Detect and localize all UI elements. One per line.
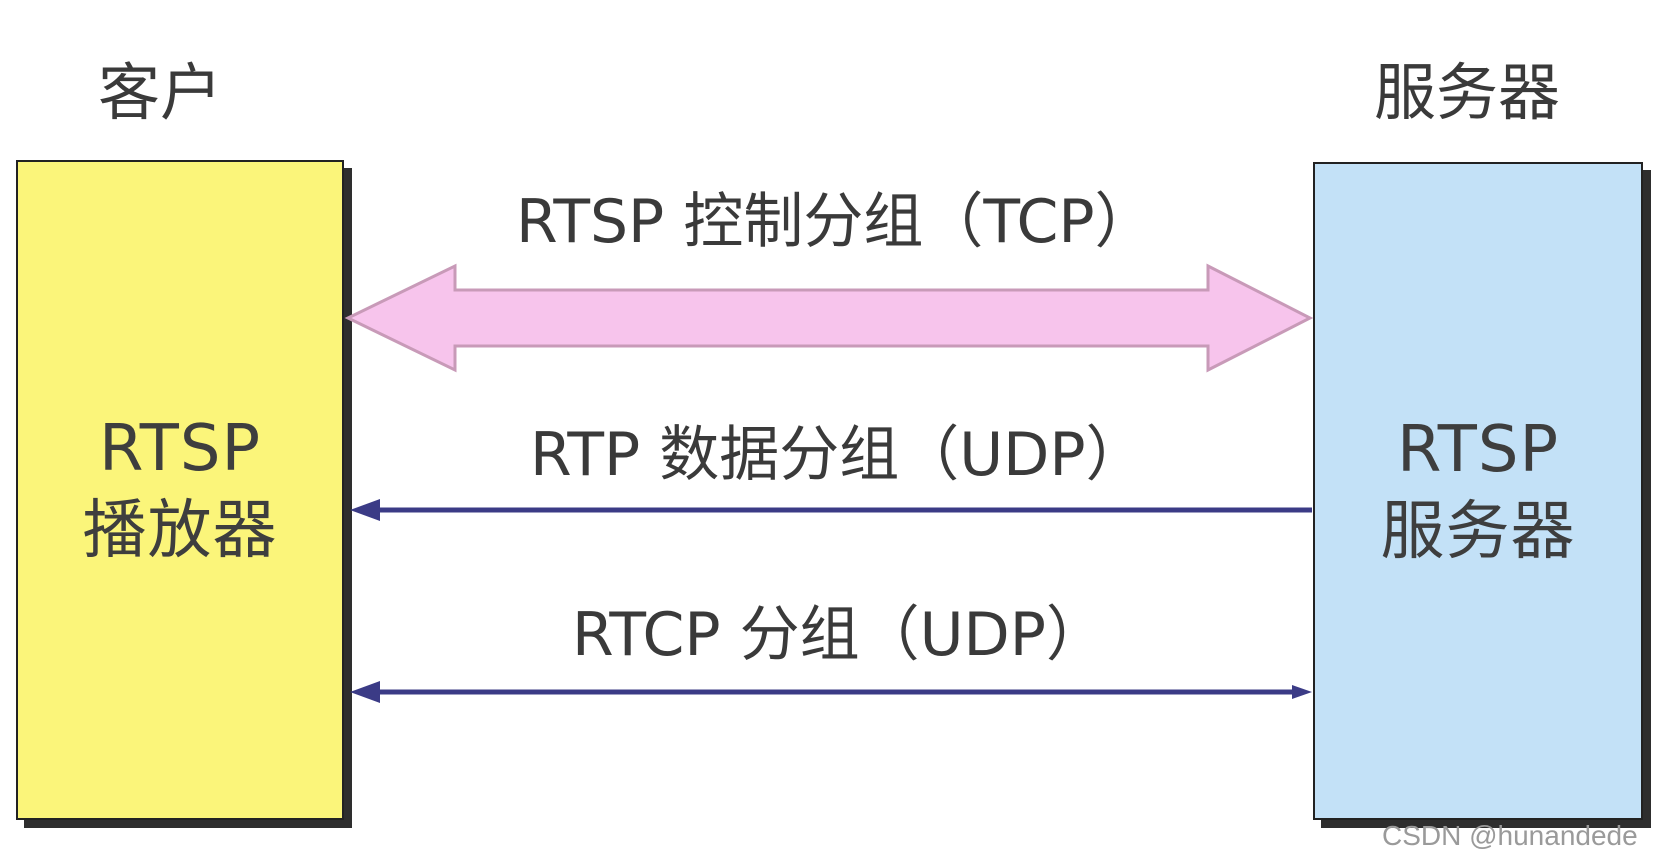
server-box-line2: 服务器	[1380, 495, 1576, 569]
rtcp-arrow-head-left	[350, 681, 380, 703]
server-box: RTSP 服务器	[1313, 162, 1643, 820]
client-box-line1: RTSP	[98, 412, 262, 486]
client-heading: 客户	[98, 56, 223, 129]
rtcp-label: RTCP 分组（UDP）	[572, 600, 1106, 670]
watermark-text: CSDN @hunandede	[1382, 820, 1638, 851]
server-box-line1: RTSP	[1396, 413, 1560, 487]
rtcp-arrow-head-right	[1292, 685, 1312, 699]
rtsp-control-label: RTSP 控制分组（TCP）	[516, 187, 1155, 257]
rtp-arrow-head	[350, 499, 380, 521]
tcp-double-arrow	[344, 263, 1314, 373]
server-heading: 服务器	[1374, 56, 1561, 129]
client-box-line2: 播放器	[82, 494, 278, 568]
client-player-box: RTSP 播放器	[16, 160, 344, 820]
rtp-data-label: RTP 数据分组（UDP）	[530, 420, 1146, 490]
